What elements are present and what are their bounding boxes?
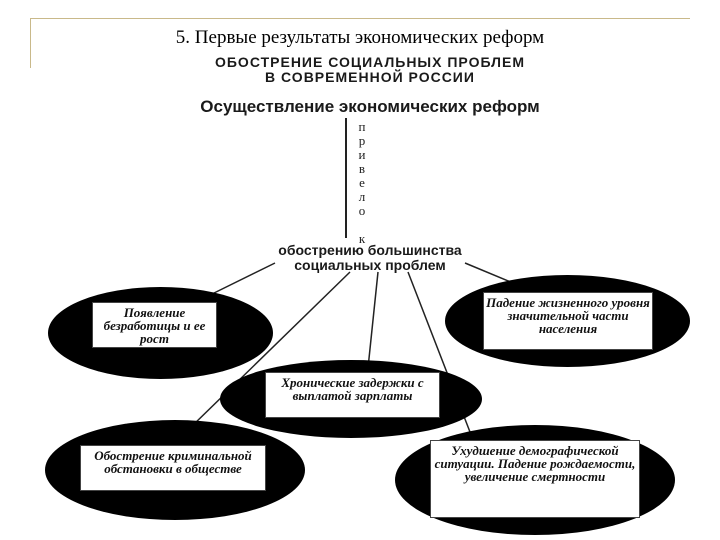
connector-letter: и bbox=[358, 147, 366, 162]
slide-frame-left bbox=[30, 18, 31, 68]
slide-frame-top bbox=[30, 18, 690, 19]
edge-wage-delays bbox=[367, 271, 379, 369]
edge-crime bbox=[189, 271, 351, 429]
diagram-center: обострению большинства социальных пробле… bbox=[278, 242, 462, 273]
node-living-standard: Падение жизненного уровня значительной ч… bbox=[483, 292, 653, 350]
node-wage-delays: Хронические задержки с выплатой зарплаты bbox=[265, 372, 440, 418]
node-crime: Обострение криминальной обстановки в общ… bbox=[80, 445, 266, 491]
node-demography: Ухудшение демографической ситуации. Паде… bbox=[430, 440, 640, 518]
connector-letter: о bbox=[358, 203, 366, 218]
diagram-heading-line2: В СОВРЕМЕННОЙ РОССИИ bbox=[265, 69, 475, 85]
connector-letter: к bbox=[358, 231, 366, 246]
connector-letter: п bbox=[358, 119, 366, 134]
node-unemployment: Появление безработицы и ее рост bbox=[92, 302, 217, 348]
slide-title: 5. Первые результаты экономических рефор… bbox=[175, 27, 545, 48]
connector-letter: л bbox=[358, 189, 366, 204]
connector-letter: е bbox=[359, 175, 365, 190]
edge-unemployment bbox=[209, 262, 276, 296]
connector-line bbox=[345, 118, 347, 238]
diagram-heading-line1: ОБОСТРЕНИЕ СОЦИАЛЬНЫХ ПРОБЛЕМ bbox=[214, 54, 526, 70]
connector-word: п р и в е л о к bbox=[355, 120, 369, 246]
connector-letter: в bbox=[358, 161, 366, 176]
diagram-root: Осуществление экономических реформ bbox=[200, 97, 540, 116]
connector-letter: р bbox=[358, 133, 366, 148]
